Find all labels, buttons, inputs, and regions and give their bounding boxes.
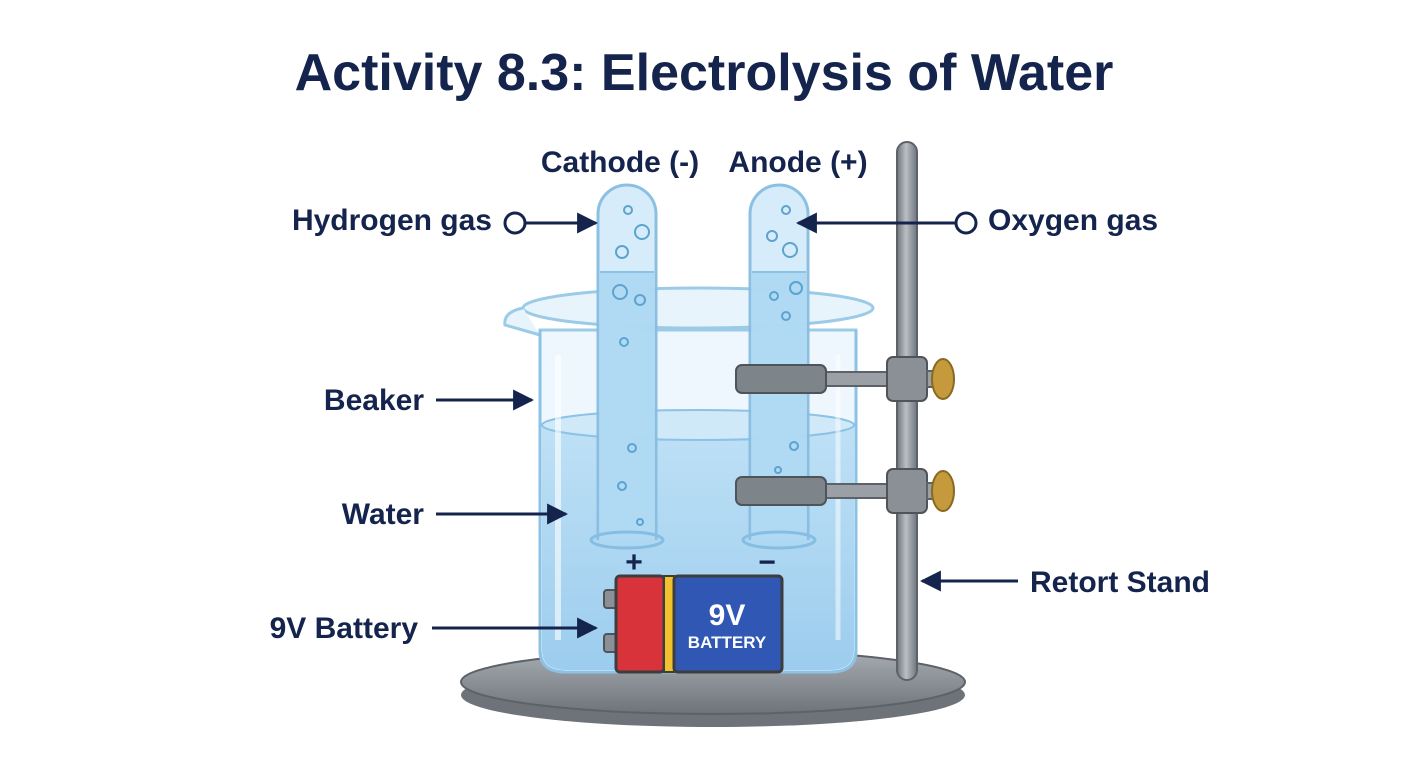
battery-label: 9V Battery bbox=[270, 612, 419, 645]
hydrogen-pointer-dot bbox=[503, 211, 527, 235]
battery-plus-sign: + bbox=[625, 546, 643, 579]
retort-stand-label: Retort Stand bbox=[1030, 566, 1210, 599]
oxygen-gas-label: Oxygen gas bbox=[988, 204, 1158, 237]
test-tube-cathode bbox=[589, 183, 665, 550]
oxygen-pointer-dot bbox=[954, 211, 978, 235]
retort-stand bbox=[735, 141, 955, 681]
page-title: Activity 8.3: Electrolysis of Water bbox=[295, 44, 1114, 102]
cathode-label: Cathode (-) bbox=[541, 146, 699, 179]
battery-minus-sign: − bbox=[758, 546, 776, 579]
battery: 9V BATTERY bbox=[603, 574, 784, 674]
clamp-knob-icon bbox=[931, 470, 955, 512]
battery-voltage: 9V bbox=[709, 599, 746, 632]
hydrogen-gas-label: Hydrogen gas bbox=[292, 204, 492, 237]
battery-brand: BATTERY bbox=[688, 633, 767, 652]
anode-label: Anode (+) bbox=[728, 146, 867, 179]
water-label: Water bbox=[342, 498, 425, 531]
beaker-label: Beaker bbox=[324, 384, 424, 417]
clamp-knob-icon bbox=[931, 358, 955, 400]
